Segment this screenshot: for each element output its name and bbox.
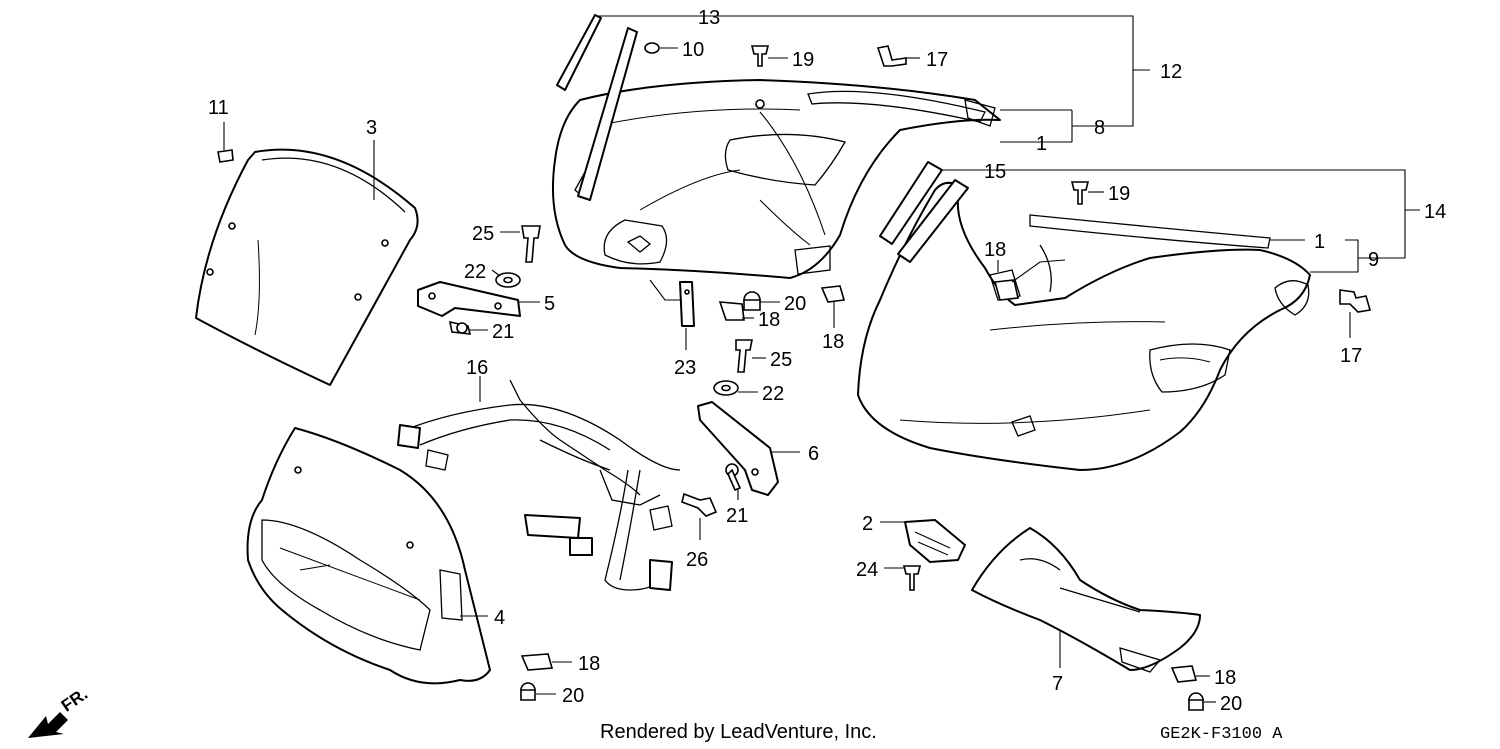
callout-25: 25 — [472, 223, 494, 245]
fastener-19a — [750, 45, 770, 67]
diagram-code: GE2K-F3100 A — [1160, 725, 1283, 744]
callout-6: 6 — [808, 443, 819, 465]
callout-11: 11 — [208, 97, 229, 119]
callout-20: 20 — [1220, 693, 1242, 715]
callout-12: 12 — [1160, 61, 1182, 83]
callout-22: 22 — [762, 383, 784, 405]
callout-5: 5 — [544, 293, 555, 315]
callout-18: 18 — [1214, 667, 1236, 689]
damper-2 — [904, 519, 966, 563]
callout-24: 24 — [856, 559, 878, 581]
callout-8: 8 — [1094, 117, 1105, 139]
callout-15: 15 — [984, 161, 1006, 183]
direction-label: FR. — [58, 684, 91, 715]
windscreen — [195, 148, 419, 386]
fastener-26 — [681, 492, 718, 517]
callout-1: 1 — [1036, 133, 1047, 155]
fastener-25b — [735, 339, 753, 373]
fastener-17a — [876, 45, 907, 67]
callout-1: 1 — [1314, 231, 1325, 253]
fastener-21a — [448, 320, 472, 335]
fastener-10 — [644, 42, 660, 54]
arrow-icon — [28, 712, 68, 738]
callout-26: 26 — [686, 549, 708, 571]
callout-16: 16 — [466, 357, 488, 379]
leader-lines — [223, 15, 1420, 703]
fastener-22b — [713, 380, 739, 396]
upper-cowl — [551, 79, 1001, 279]
screw-11 — [217, 149, 234, 163]
callout-3: 3 — [366, 117, 377, 139]
fastener-20c — [1188, 692, 1204, 711]
fastener-22a — [495, 272, 521, 288]
callouts: 13 10 19 17 12 8 1 11 3 15 19 14 25 22 5… — [208, 7, 1446, 715]
fastener-18a — [718, 301, 745, 321]
bracket-6 — [697, 401, 779, 496]
fastener-24 — [902, 565, 922, 591]
callout-20: 20 — [562, 685, 584, 707]
fastener-23 — [679, 281, 695, 327]
fastener-18d — [520, 653, 554, 671]
callout-17: 17 — [1340, 345, 1362, 367]
fastener-19b — [1070, 181, 1090, 205]
callout-14: 14 — [1424, 201, 1446, 223]
cowl-stay — [397, 379, 681, 591]
front-cover — [246, 427, 491, 685]
upper-moulding-13 — [556, 14, 638, 201]
side-cowl — [857, 181, 1311, 471]
callout-18: 18 — [758, 309, 780, 331]
callout-21: 21 — [492, 321, 514, 343]
fastener-25a — [521, 225, 541, 263]
callout-22: 22 — [464, 261, 486, 283]
fastener-20a — [743, 291, 761, 311]
callout-20: 20 — [784, 293, 806, 315]
fastener-18c — [993, 279, 1019, 301]
callout-19: 19 — [792, 49, 814, 71]
callout-4: 4 — [494, 607, 505, 629]
front-direction-indicator: FR. — [28, 684, 91, 738]
fastener-21b — [725, 463, 742, 492]
fastener-20b — [520, 682, 536, 701]
callout-25: 25 — [770, 349, 792, 371]
callout-19: 19 — [1108, 183, 1130, 205]
callout-18: 18 — [822, 331, 844, 353]
callout-23: 23 — [674, 357, 696, 379]
fastener-18b — [820, 285, 846, 303]
callout-18: 18 — [578, 653, 600, 675]
callout-10: 10 — [682, 39, 704, 61]
callout-17: 17 — [926, 49, 948, 71]
fastener-18e — [1170, 665, 1198, 683]
callout-21: 21 — [726, 505, 748, 527]
callout-18: 18 — [984, 239, 1006, 261]
callout-2: 2 — [862, 513, 873, 535]
render-credit: Rendered by LeadVenture, Inc. — [600, 721, 877, 743]
callout-7: 7 — [1052, 673, 1063, 695]
fastener-17b — [1339, 289, 1372, 313]
inner-cover-7 — [971, 527, 1201, 673]
callout-9: 9 — [1368, 249, 1379, 271]
callout-13: 13 — [698, 7, 720, 29]
bracket-5 — [417, 281, 521, 317]
